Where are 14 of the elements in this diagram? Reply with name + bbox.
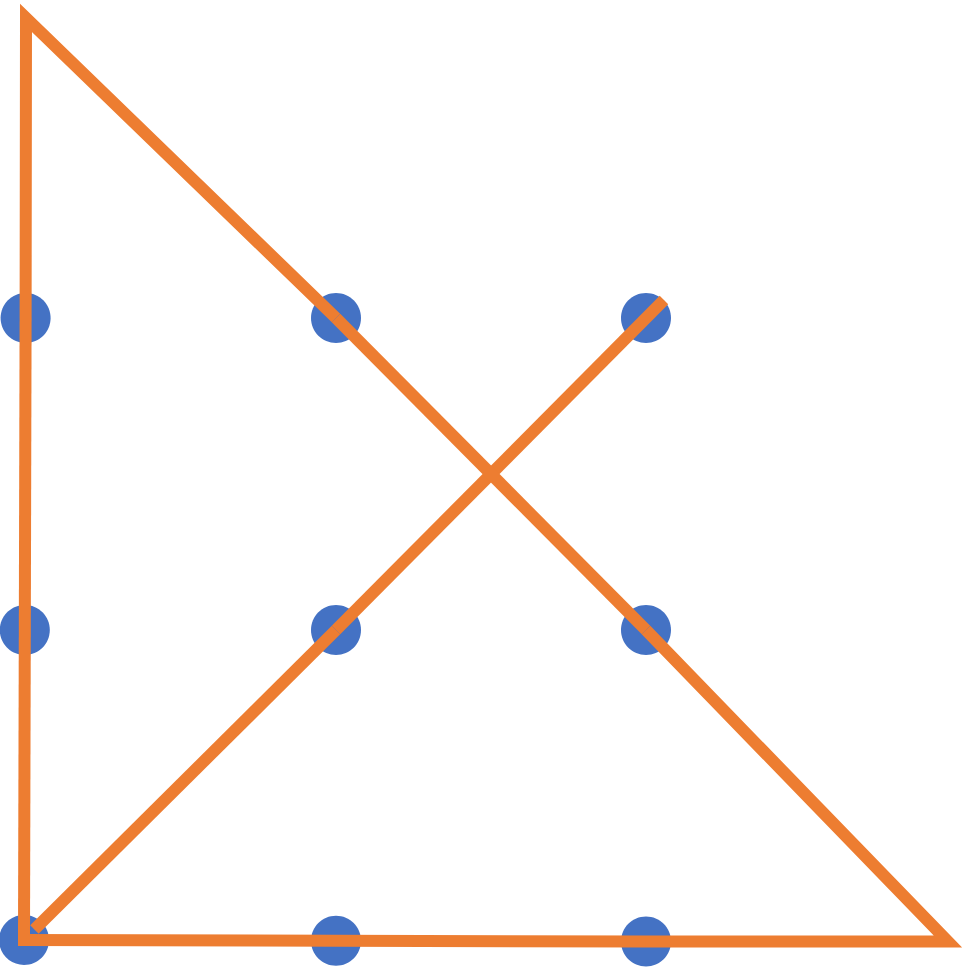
dot [311,915,361,966]
dot [311,605,361,655]
connecting-line [641,625,963,948]
connecting-line [18,630,31,934]
dot [0,293,51,343]
connecting-line [18,934,336,947]
connecting-line [19,3,341,323]
dot [311,293,361,343]
connecting-line [336,934,646,948]
connecting-line [30,625,341,934]
connecting-line [18,318,32,630]
dot [621,916,671,967]
dot [621,605,671,655]
dot [621,293,671,343]
